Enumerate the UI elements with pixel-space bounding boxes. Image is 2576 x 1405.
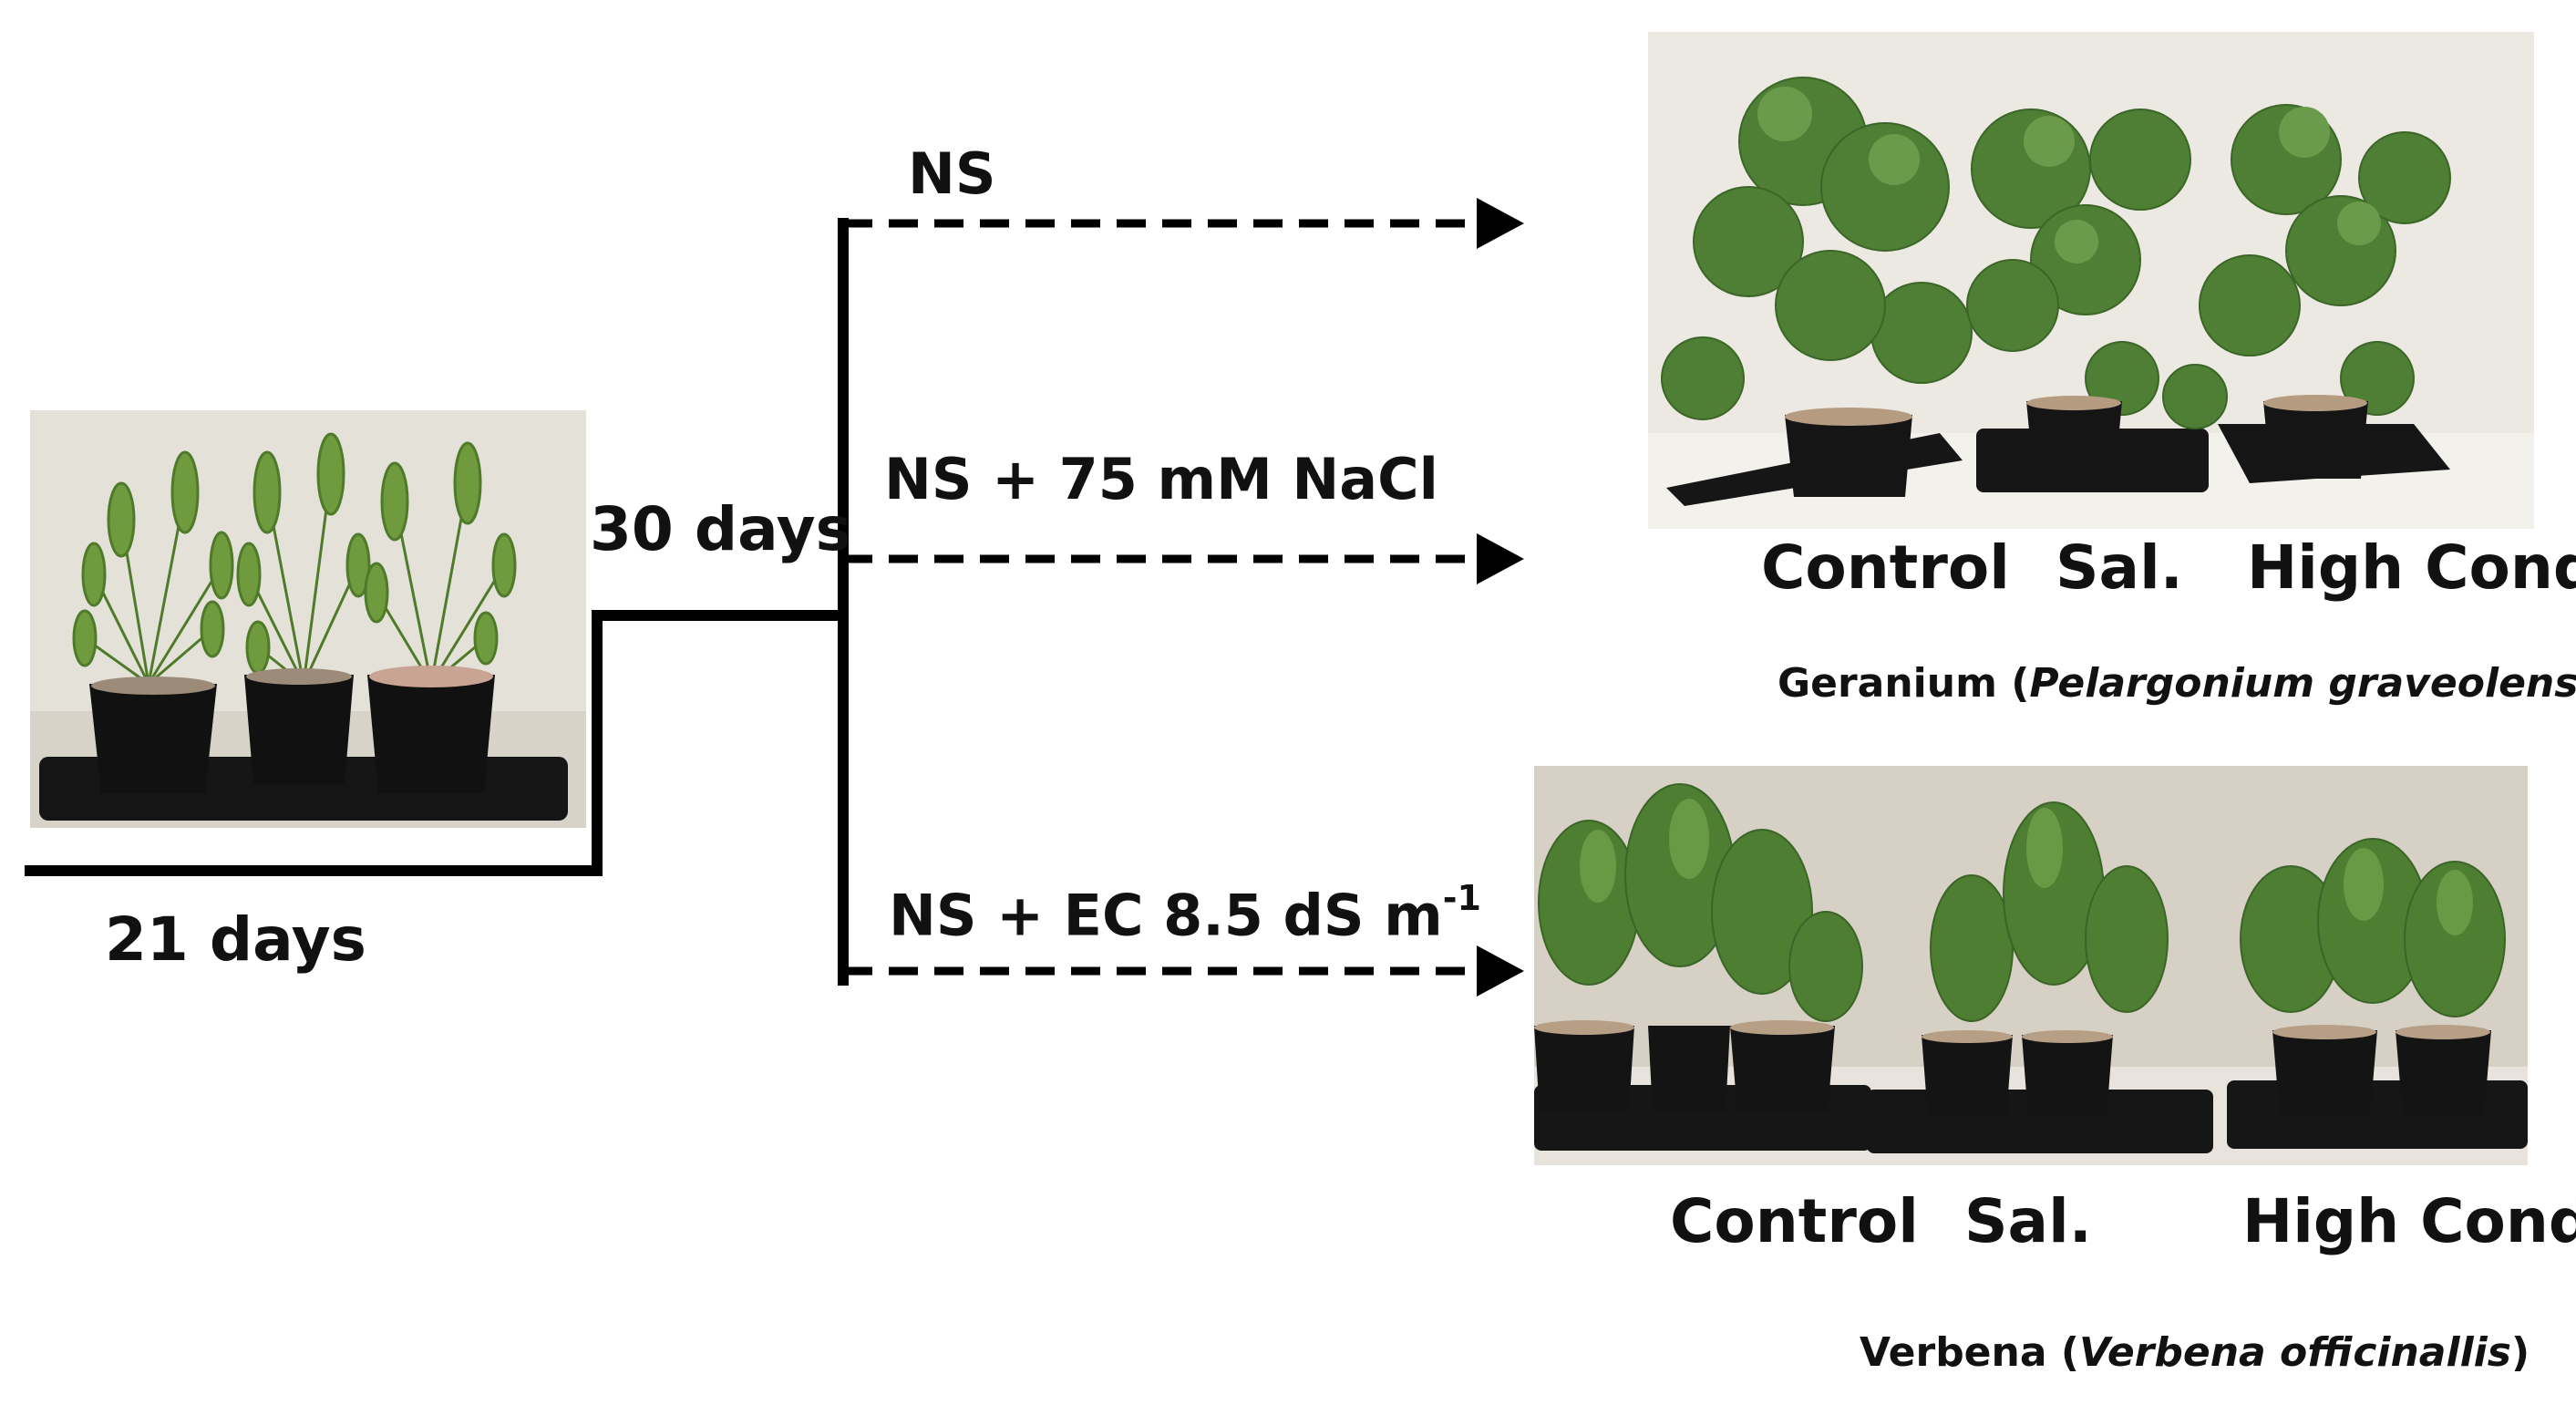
geranium-caption-latin: Pelargonium graveolens bbox=[2029, 660, 2576, 707]
verbena-label-sal: Sal. bbox=[1964, 1186, 2092, 1256]
start-duration-label: 21 days bbox=[105, 904, 366, 975]
geranium-caption: Geranium (Pelargonium graveolens) bbox=[1777, 664, 2576, 704]
treatment-label-ec: NS + EC 8.5 dS m-1 bbox=[889, 881, 1481, 945]
arrowhead-ns bbox=[1477, 198, 1524, 249]
initial-plants-photo bbox=[30, 410, 586, 828]
verbena-photo bbox=[1534, 766, 2528, 1165]
geranium-label-high-cond: High Cond. bbox=[2247, 532, 2576, 603]
verbena-label-control: Control bbox=[1670, 1186, 1919, 1256]
geranium-label-control: Control bbox=[1761, 532, 2010, 603]
verbena-caption-latin: Verbena officinallis bbox=[2078, 1329, 2511, 1376]
verbena-caption-common: Verbena ( bbox=[1860, 1329, 2079, 1376]
arrowhead-nacl bbox=[1477, 533, 1524, 584]
arrowhead-ec bbox=[1477, 945, 1524, 997]
verbena-label-high-cond: High Cond. bbox=[2242, 1186, 2576, 1256]
treatment-label-ec-text: NS + EC 8.5 dS m bbox=[889, 882, 1443, 949]
geranium-label-sal: Sal. bbox=[2056, 532, 2183, 603]
verbena-caption: Verbena (Verbena officinallis) bbox=[1860, 1333, 2530, 1373]
treatment-label-ec-superscript: -1 bbox=[1442, 878, 1481, 918]
geranium-photo bbox=[1648, 32, 2534, 529]
verbena-caption-close: ) bbox=[2510, 1329, 2530, 1376]
treatment-label-ns: NS bbox=[908, 140, 996, 207]
branch-duration-label: 30 days bbox=[590, 494, 851, 564]
start-timeline-line bbox=[25, 610, 849, 876]
treatment-label-nacl: NS + 75 mM NaCl bbox=[884, 446, 1438, 512]
geranium-caption-common: Geranium ( bbox=[1777, 660, 2030, 707]
